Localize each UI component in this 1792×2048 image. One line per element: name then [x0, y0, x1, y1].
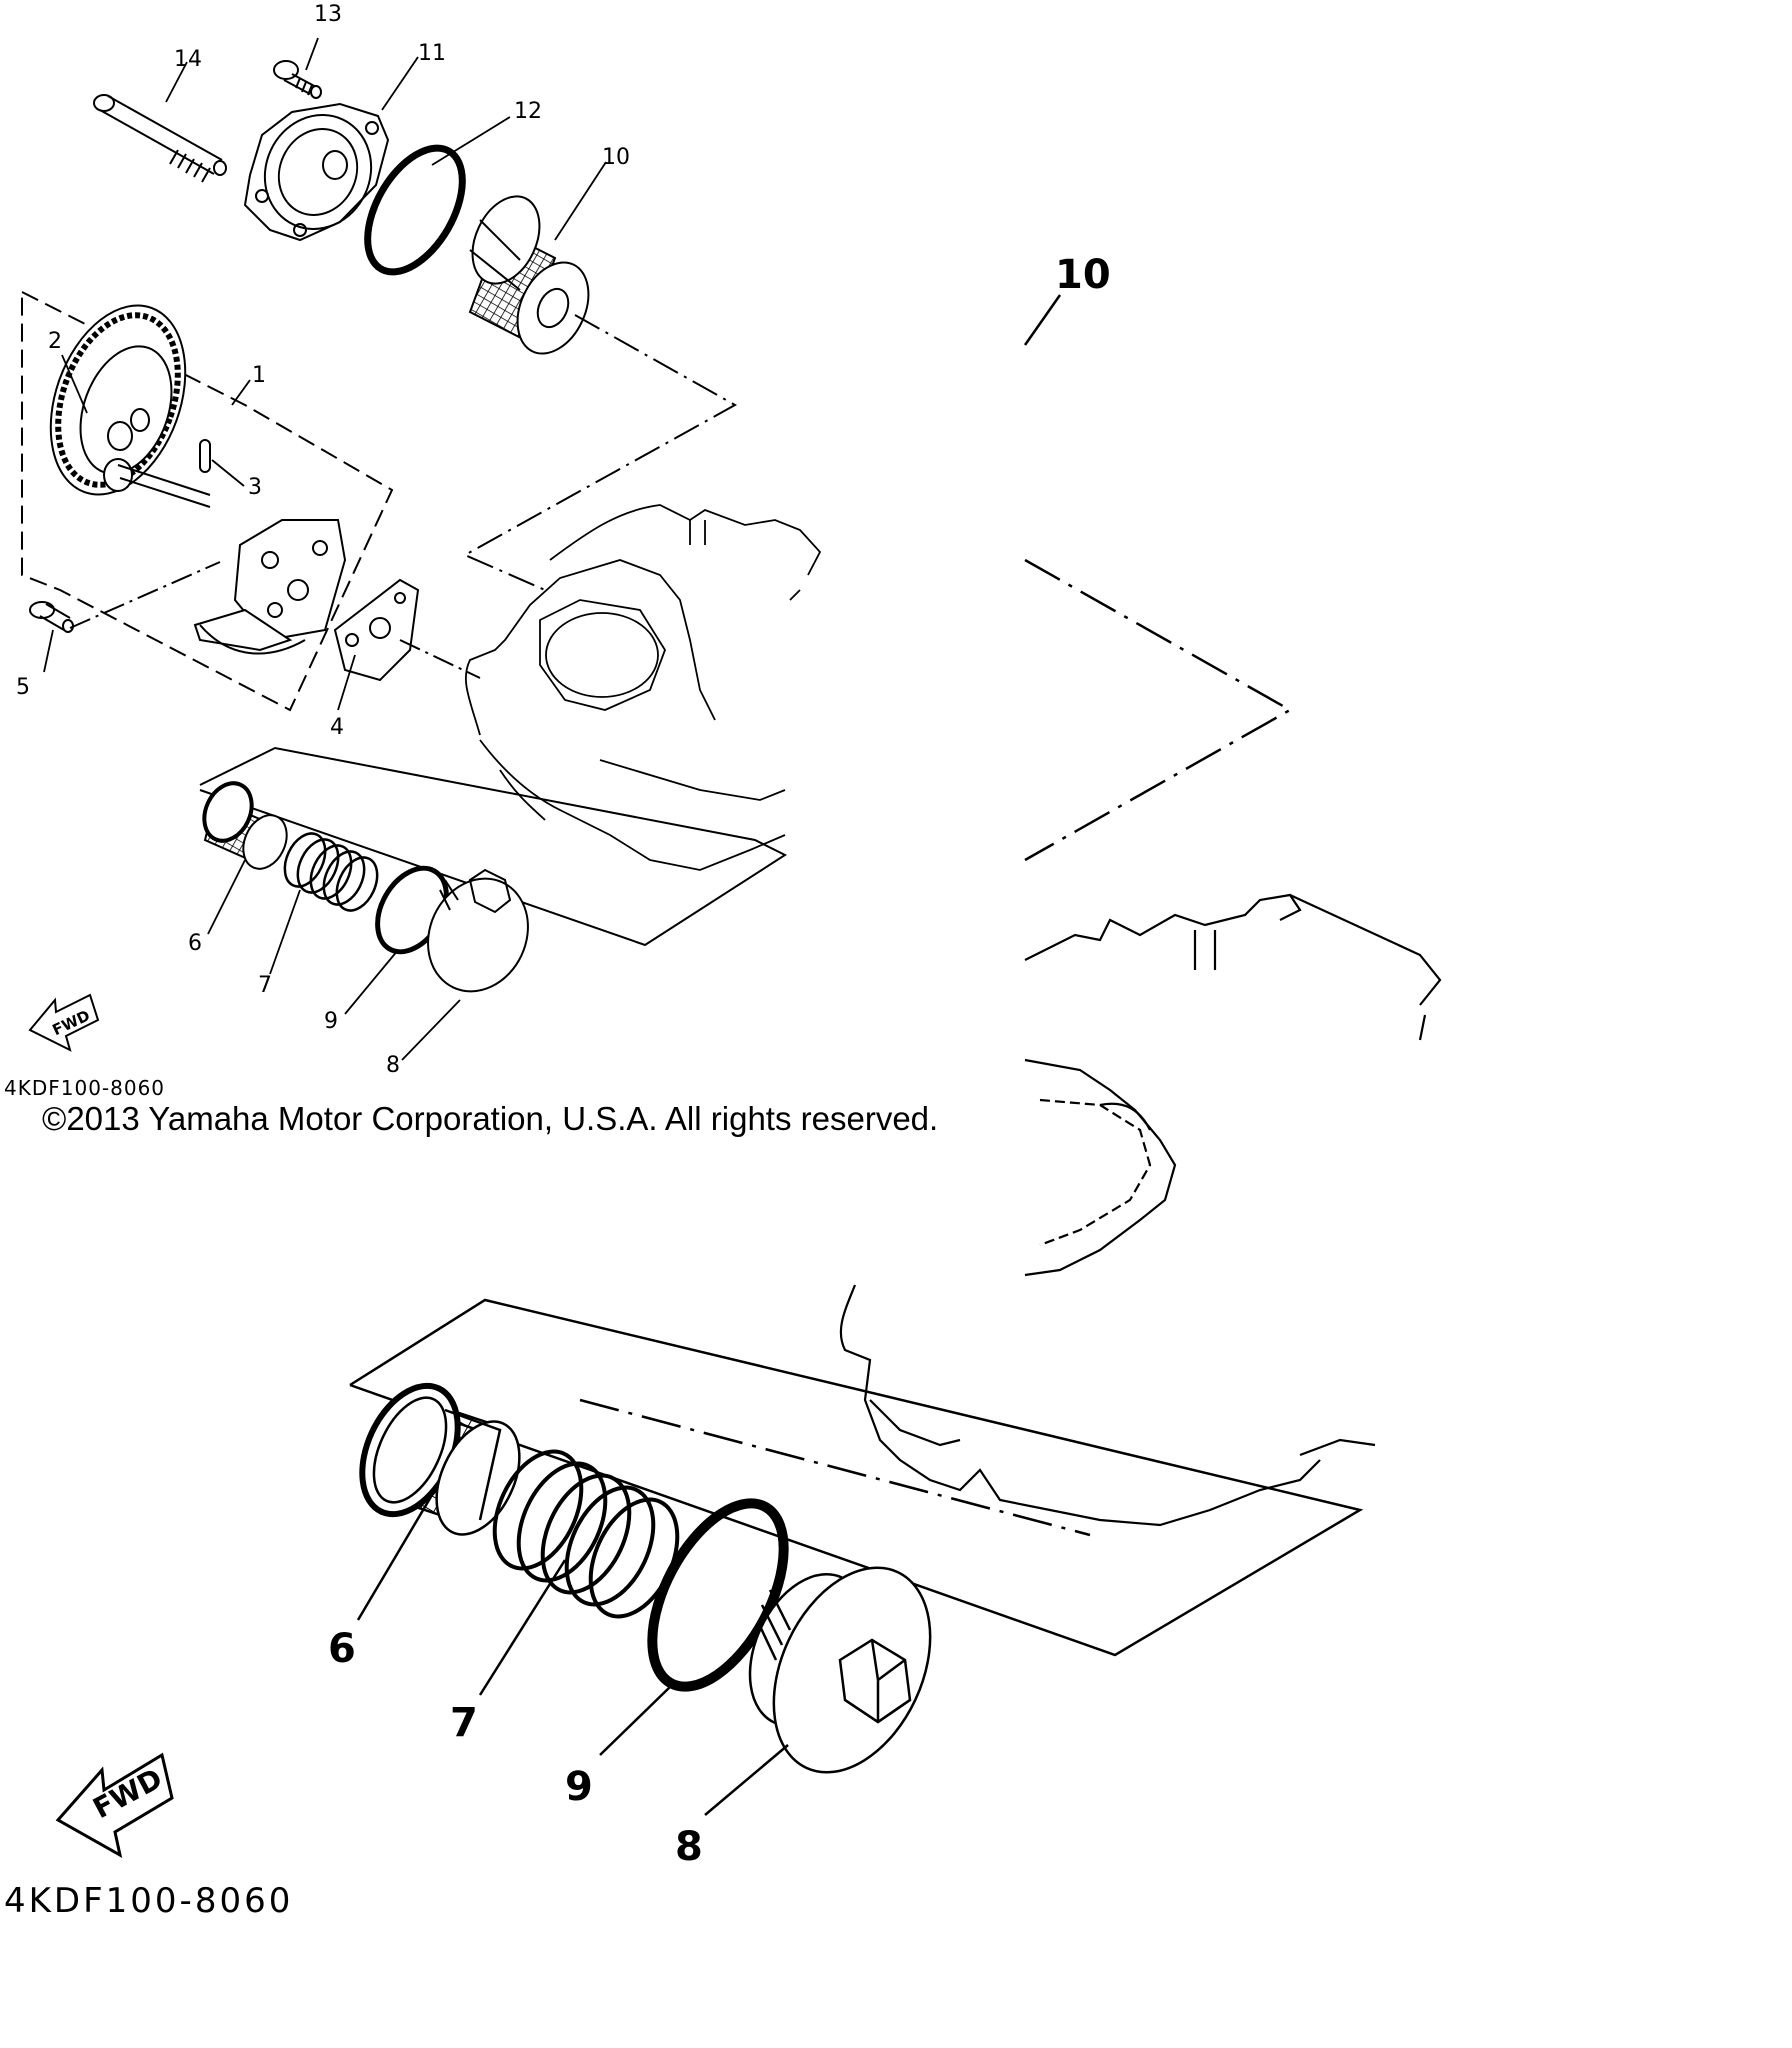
guide-line-filter	[462, 314, 738, 591]
part-3-pin	[199, 439, 211, 473]
part-4-gasket	[333, 578, 481, 682]
part-code-large: 4KDF100-8060	[4, 1881, 293, 1921]
fwd-arrow-large	[55, 1752, 174, 1858]
crankcase-outline	[464, 504, 822, 871]
part-5-screw	[29, 561, 221, 633]
callout-6-detail: 6	[328, 1626, 356, 1672]
callout-13-overview: 13	[314, 2, 342, 27]
callout-10-detail: 10	[1055, 252, 1111, 298]
callout-4-overview: 4	[330, 715, 344, 740]
part-2-pump-gear	[49, 304, 211, 508]
callout-1-overview: 1	[252, 363, 266, 388]
part-7-spring-overview	[283, 832, 379, 912]
part-11-filter-cover	[243, 102, 390, 242]
overview-diagram	[21, 37, 822, 1061]
callout-2-overview: 2	[48, 329, 62, 354]
part-10-oil-filter	[468, 195, 590, 355]
part-6-strainer-detail	[359, 1382, 521, 1536]
part-8-plug-overview	[427, 868, 529, 993]
part-12-o-ring	[364, 144, 466, 276]
detail-diagram	[55, 294, 1442, 1858]
detail-leader-10	[1023, 294, 1062, 346]
callout-8-overview: 8	[386, 1053, 400, 1078]
overview-leader-lines	[43, 37, 607, 1061]
callout-10-overview: 10	[602, 145, 630, 170]
crankcase-outline-detail	[839, 893, 1442, 1527]
callout-3-overview: 3	[248, 475, 262, 500]
pump-body	[193, 519, 347, 655]
fwd-arrow-small	[28, 993, 100, 1052]
callout-12-overview: 12	[514, 99, 542, 124]
callout-7-detail: 7	[450, 1700, 478, 1746]
callout-7-overview: 7	[258, 973, 272, 998]
guide-frame-strainer-detail	[349, 1298, 1364, 1657]
callout-9-overview: 9	[324, 1009, 338, 1034]
callout-6-overview: 6	[188, 931, 202, 956]
callout-5-overview: 5	[16, 675, 30, 700]
part-6-strainer-overview	[202, 781, 288, 870]
detail-leader-lines	[356, 1494, 789, 1816]
callout-8-detail: 8	[675, 1824, 703, 1870]
part-8-plug-detail	[748, 1566, 932, 1774]
guide-line-strainer-detail	[579, 1398, 1091, 1537]
callout-9-detail: 9	[565, 1764, 593, 1810]
part-13-screw	[273, 60, 322, 99]
callout-11-overview: 11	[418, 41, 446, 66]
copyright-notice: ©2013 Yamaha Motor Corporation, U.S.A. A…	[42, 1100, 938, 1137]
guide-frame-strainer-overview	[199, 746, 788, 947]
part-1-assembly-frame	[21, 290, 394, 712]
part-14-long-bolt	[93, 94, 227, 183]
guide-line-filter-detail	[1024, 558, 1293, 862]
part-code-small: 4KDF100-8060	[4, 1076, 165, 1100]
callout-14-overview: 14	[174, 47, 202, 72]
